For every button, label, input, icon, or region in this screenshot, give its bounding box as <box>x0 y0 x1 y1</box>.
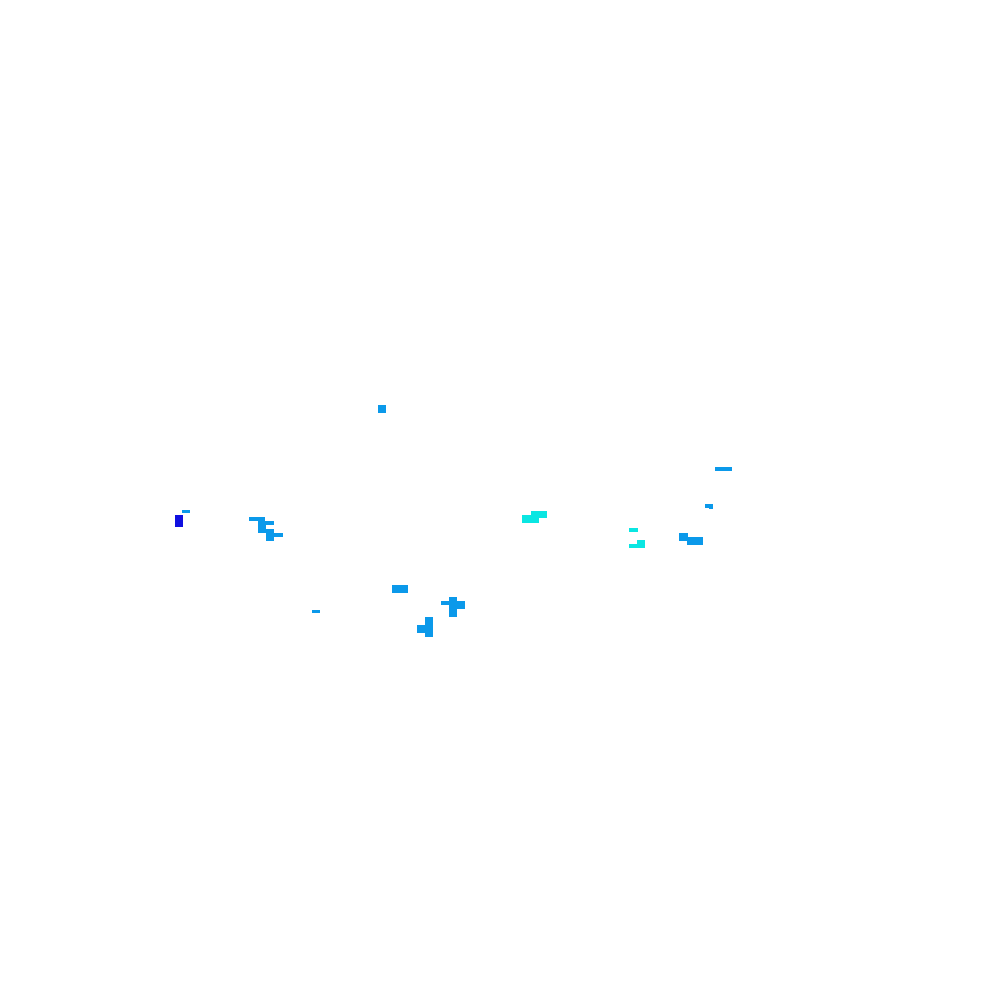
blue-patch <box>457 605 465 609</box>
blue-patch <box>417 625 433 633</box>
blue-patch <box>266 529 274 533</box>
cyan-patch <box>629 528 638 532</box>
blue-patch <box>715 467 732 471</box>
cyan-patch <box>637 540 645 544</box>
blue-patch <box>709 506 713 509</box>
dark-blue-patch <box>175 515 183 527</box>
blue-patch <box>182 510 190 513</box>
blue-patch <box>266 537 274 541</box>
blue-patch <box>266 533 283 537</box>
cyan-patch <box>522 515 539 523</box>
blue-patch <box>425 617 433 625</box>
blue-patch <box>425 633 433 637</box>
cyan-patch <box>531 511 547 518</box>
blue-patch <box>449 597 457 601</box>
blue-patch <box>441 601 465 605</box>
cyan-patch <box>629 544 645 548</box>
blue-patch <box>258 525 266 533</box>
blue-patch <box>449 605 457 617</box>
blue-patch <box>687 537 703 545</box>
blue-patch <box>258 521 274 525</box>
blue-patch <box>679 533 688 541</box>
blue-patch <box>392 585 408 593</box>
blue-patch <box>312 610 320 613</box>
blue-patch <box>249 517 265 521</box>
blue-patch <box>378 405 386 413</box>
